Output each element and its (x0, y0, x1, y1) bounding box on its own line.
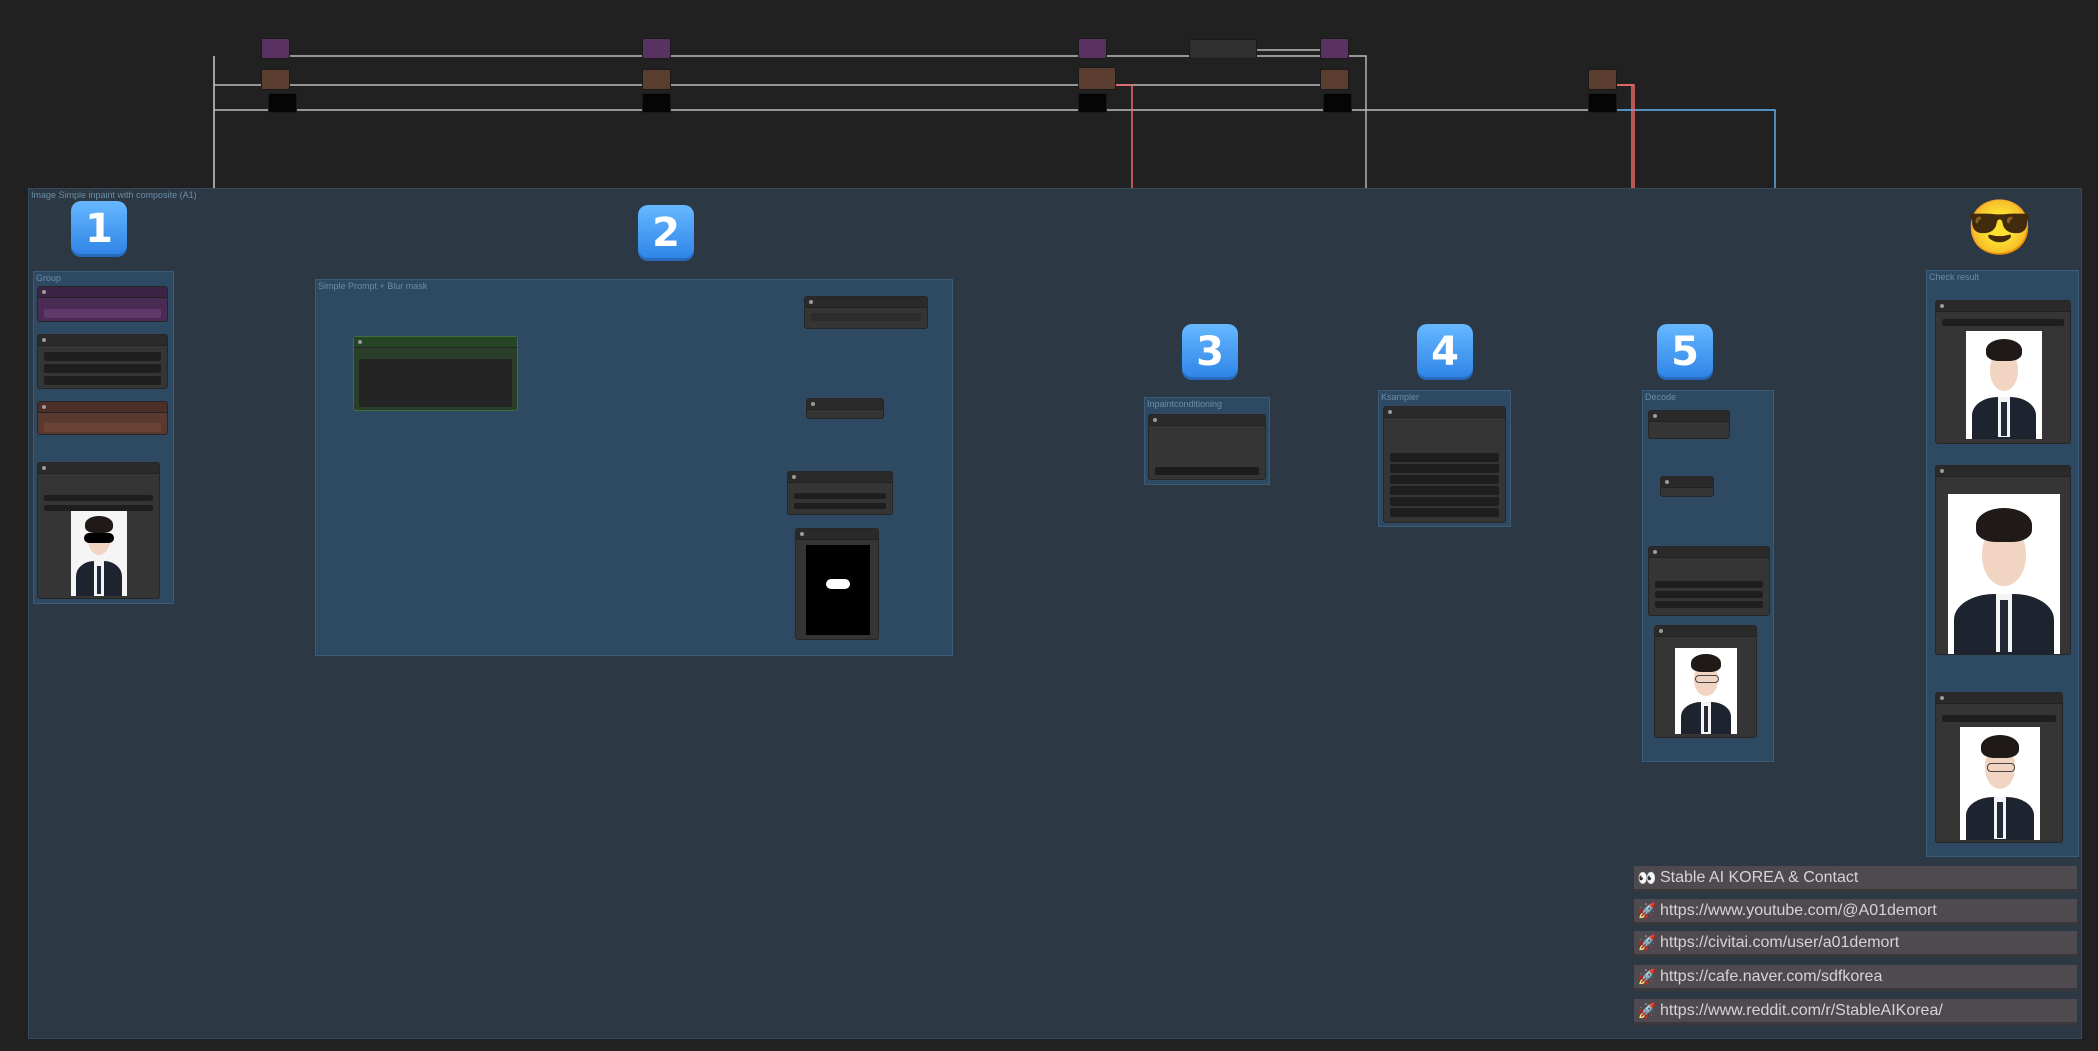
negative-encode-node[interactable] (806, 398, 884, 419)
load-checkpoint-node[interactable] (37, 286, 168, 322)
rocket-icon: 🚀 (1637, 968, 1657, 986)
reroute-vae-node[interactable] (1323, 93, 1352, 113)
group-3-title: Inpaintconditioning (1147, 399, 1223, 409)
group-2-title: Simple Prompt + Blur mask (318, 281, 428, 291)
reroute-model-node[interactable] (261, 38, 290, 59)
rocket-icon: 🚀 (1637, 1002, 1657, 1020)
reroute-node[interactable] (1189, 39, 1257, 59)
reroute-model-node[interactable] (1078, 38, 1107, 59)
result-image-2 (1948, 494, 2060, 654)
reroute-model-node[interactable] (1320, 38, 1349, 59)
reroute-clip-node[interactable] (642, 69, 671, 90)
reroute-vae-node[interactable] (1588, 93, 1617, 113)
reroute-image-node[interactable] (1660, 476, 1714, 497)
reddit-link[interactable]: https://www.reddit.com/r/StableAIKorea/ (1660, 1001, 1943, 1019)
link-row-reddit[interactable]: 🚀 https://www.reddit.com/r/StableAIKorea… (1634, 999, 2077, 1025)
reroute-clip-node[interactable] (1320, 69, 1349, 90)
youtube-link[interactable]: https://www.youtube.com/@A01demort (1660, 901, 1937, 919)
reroute-vae-node[interactable] (642, 93, 671, 113)
preview-image-node-3[interactable] (1935, 692, 2063, 843)
ksampler-node[interactable] (1383, 406, 1506, 523)
load-image-node[interactable] (37, 462, 160, 599)
reroute-model-node[interactable] (642, 38, 671, 59)
step-badge-4: 4 (1417, 324, 1473, 380)
mask-preview-image (806, 545, 870, 635)
reroute-clip-node[interactable] (261, 69, 290, 90)
step-badge-5: 5 (1657, 324, 1713, 380)
group-5-title: Decode (1645, 392, 1677, 402)
group-1-title: Group (36, 273, 62, 283)
step-badge-1: 1 (71, 201, 127, 257)
vae-decode-node[interactable] (1648, 410, 1730, 439)
decode-preview-node[interactable] (1654, 625, 1757, 738)
check-result-title: Check result (1929, 272, 1980, 282)
preview-image-node-1[interactable] (1935, 300, 2071, 444)
contact-title: Stable AI KOREA & Contact (1660, 868, 1859, 886)
result-image-1 (1966, 331, 2042, 439)
link-row-youtube[interactable]: 🚀 https://www.youtube.com/@A01demort (1634, 899, 2077, 925)
preview-image-node-2[interactable] (1935, 465, 2071, 655)
step-badge-2: 2 (638, 205, 694, 261)
result-image-3 (1960, 727, 2040, 840)
civitai-link[interactable]: https://civitai.com/user/a01demort (1660, 933, 1900, 951)
reroute-clip-node[interactable] (1078, 67, 1116, 90)
naver-cafe-link[interactable]: https://cafe.naver.com/sdfkorea (1660, 967, 1883, 985)
image-composite-node[interactable] (1648, 546, 1770, 616)
smiling-face-with-sunglasses-icon: 😎 (1966, 198, 2034, 258)
positive-encode-node[interactable] (804, 296, 928, 329)
contact-title-row: 👀 Stable AI KOREA & Contact (1634, 866, 2077, 892)
reroute-clip-node[interactable] (1588, 69, 1617, 90)
prompt-text-node[interactable] (353, 336, 518, 411)
reroute-vae-node[interactable] (1078, 93, 1107, 113)
link-row-naver-cafe[interactable]: 🚀 https://cafe.naver.com/sdfkorea (1634, 965, 2077, 991)
rocket-icon: 🚀 (1637, 902, 1657, 920)
reroute-vae-node[interactable] (268, 93, 297, 113)
group-4-title: Ksampler (1381, 392, 1420, 402)
step-badge-3: 3 (1182, 324, 1238, 380)
mask-preview-node[interactable] (795, 528, 879, 640)
blur-mask-node[interactable] (787, 471, 893, 515)
vae-loader-node[interactable] (37, 401, 168, 435)
input-image-masked (71, 511, 127, 596)
inpaint-conditioning-node[interactable] (1148, 414, 1266, 480)
clip-text-node[interactable] (37, 334, 168, 389)
decode-preview-image (1675, 648, 1737, 734)
main-group-title: Image Simple inpaint with composite (A1) (31, 190, 197, 200)
rocket-icon: 🚀 (1637, 934, 1657, 952)
link-row-civitai[interactable]: 🚀 https://civitai.com/user/a01demort (1634, 931, 2077, 957)
eyes-icon: 👀 (1637, 869, 1657, 887)
